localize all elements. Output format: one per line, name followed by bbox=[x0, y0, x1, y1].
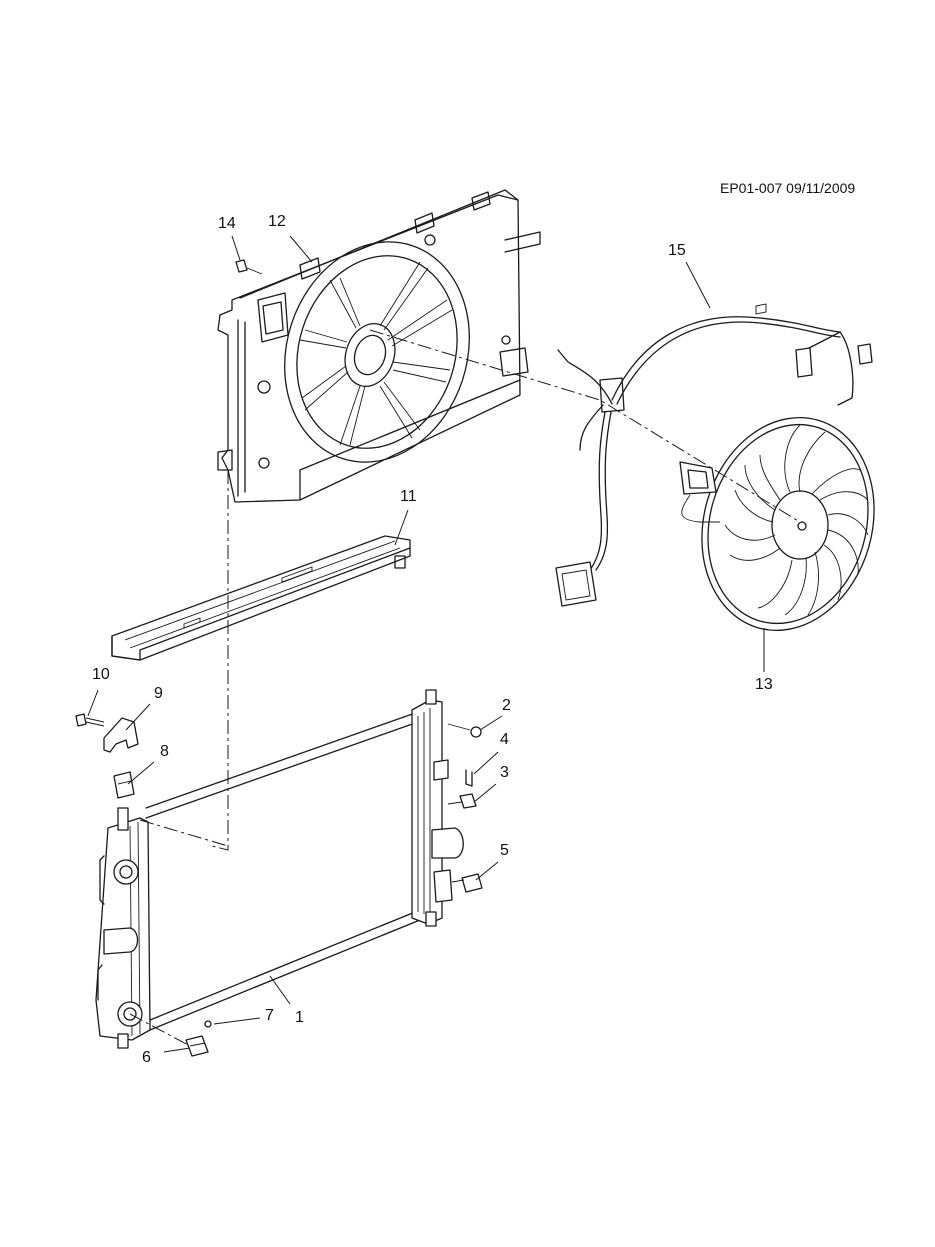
fan-shroud bbox=[217, 189, 541, 503]
callout-3: 3 bbox=[500, 764, 509, 781]
callout-15: 15 bbox=[668, 242, 686, 259]
drain-plug-2 bbox=[447, 723, 482, 738]
callout-11: 11 bbox=[400, 488, 417, 505]
callout-6: 6 bbox=[142, 1049, 151, 1066]
assembly-center-lines bbox=[129, 329, 801, 1047]
fitting-5 bbox=[451, 873, 483, 893]
lower-insulator-6 bbox=[185, 1035, 209, 1057]
callout-4: 4 bbox=[500, 731, 509, 748]
callout-1: 1 bbox=[295, 1009, 304, 1026]
wiring-harness bbox=[555, 303, 873, 607]
cooling-fan bbox=[679, 416, 875, 632]
callout-8: 8 bbox=[160, 743, 169, 760]
callout-7: 7 bbox=[265, 1007, 274, 1024]
callout-leaders bbox=[87, 235, 765, 1053]
callout-14: 14 bbox=[218, 215, 236, 232]
callout-5: 5 bbox=[500, 842, 509, 859]
fastener-bolt-10 bbox=[75, 713, 105, 727]
callout-labels: 1 2 3 4 5 6 7 8 9 10 11 12 13 14 15 bbox=[92, 213, 773, 1066]
sensor-3 bbox=[447, 793, 477, 809]
o-ring-7 bbox=[204, 1020, 212, 1028]
radiator bbox=[95, 689, 464, 1049]
callout-13: 13 bbox=[755, 676, 773, 693]
upper-insulator-8 bbox=[113, 771, 135, 799]
callout-12: 12 bbox=[268, 213, 286, 230]
diagram-reference-code: EP01-007 09/11/2009 bbox=[720, 180, 856, 196]
callout-9: 9 bbox=[154, 685, 163, 702]
air-baffle bbox=[111, 535, 411, 661]
callout-2: 2 bbox=[502, 697, 511, 714]
clip-4 bbox=[465, 769, 473, 787]
callout-10: 10 bbox=[92, 666, 110, 683]
fastener-bolt-14 bbox=[235, 259, 263, 275]
